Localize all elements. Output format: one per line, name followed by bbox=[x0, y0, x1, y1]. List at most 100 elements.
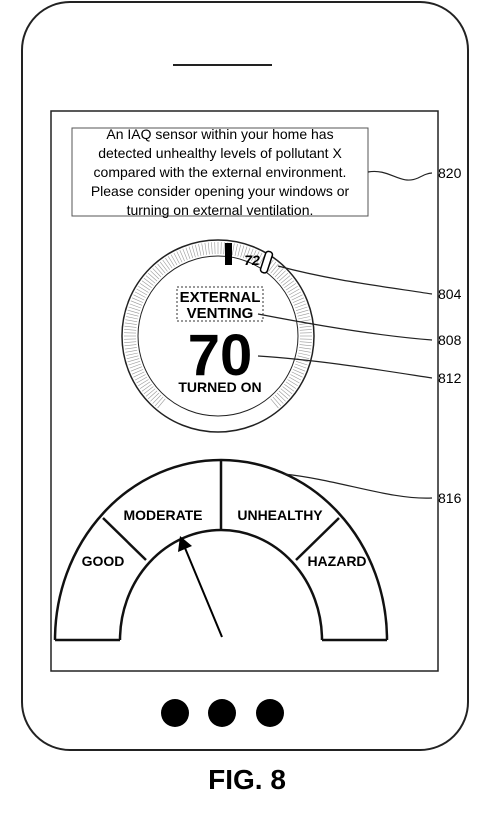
dial-tick bbox=[176, 251, 183, 263]
dial-tick bbox=[292, 297, 305, 303]
dial-tick bbox=[127, 309, 140, 314]
dial-tick bbox=[143, 277, 154, 286]
dial-tick bbox=[291, 371, 303, 378]
dial-tick bbox=[138, 379, 149, 387]
dial-tick bbox=[240, 245, 245, 258]
dial-tick bbox=[188, 246, 193, 259]
leader-804 bbox=[277, 265, 433, 295]
dial-tick bbox=[126, 355, 139, 359]
dial-tick bbox=[141, 383, 152, 392]
dial-tick bbox=[134, 374, 146, 381]
gauge-label-unhealthy: UNHEALTHY bbox=[237, 507, 323, 523]
dial-tick bbox=[127, 358, 140, 363]
dial-tick bbox=[147, 390, 158, 400]
callout-812: 812 bbox=[438, 370, 462, 386]
callout-816: 816 bbox=[438, 490, 462, 506]
dial-tick bbox=[294, 363, 307, 369]
dial-tick bbox=[280, 388, 291, 397]
dial-tick bbox=[124, 344, 137, 347]
dial-tick bbox=[298, 349, 311, 353]
air-quality-gauge: GOOD MODERATE UNHEALTHY HAZARD bbox=[53, 458, 389, 642]
dial-tick bbox=[165, 257, 173, 269]
dial-tick bbox=[285, 381, 297, 389]
current-marker bbox=[225, 243, 232, 265]
phone-screen bbox=[50, 110, 439, 672]
dial-tick bbox=[245, 247, 251, 260]
dial-tick bbox=[150, 270, 160, 280]
dial-tick bbox=[147, 272, 158, 282]
dial-tick bbox=[256, 252, 263, 264]
mode-box bbox=[176, 286, 264, 322]
dial-tick bbox=[231, 243, 235, 256]
dial-tick bbox=[145, 388, 156, 397]
dial-tick bbox=[297, 313, 310, 317]
dial-tick bbox=[143, 386, 154, 395]
gauge-label-hazard: HAZARD bbox=[307, 553, 366, 569]
dial-tick bbox=[136, 376, 148, 384]
dial-tick bbox=[211, 242, 213, 255]
dial-tick bbox=[126, 313, 139, 317]
dial-tick bbox=[129, 303, 142, 309]
dial-tick bbox=[167, 256, 175, 267]
gauge-divider-1 bbox=[102, 517, 147, 561]
leader-808 bbox=[257, 313, 433, 341]
callout-820: 820 bbox=[438, 165, 462, 181]
dial-tick bbox=[125, 349, 138, 353]
dial-tick bbox=[248, 248, 254, 261]
dial-tick bbox=[282, 386, 293, 395]
dial-tick bbox=[234, 244, 238, 256]
dial-tick bbox=[152, 394, 162, 404]
dial-tick bbox=[204, 242, 207, 255]
dial-tick bbox=[201, 243, 205, 256]
dial-tick bbox=[159, 261, 168, 272]
dial-tick bbox=[295, 306, 308, 311]
notice-message: An IAQ sensor within your home has detec… bbox=[72, 126, 368, 218]
dial-tick bbox=[299, 341, 312, 343]
dial-tick bbox=[276, 392, 286, 402]
dial-tick bbox=[182, 248, 188, 261]
dial-tick bbox=[298, 352, 310, 356]
dial-tick bbox=[152, 268, 162, 278]
dial-tick bbox=[191, 245, 196, 258]
dial-tick bbox=[290, 374, 302, 381]
mode-line-1: EXTERNAL bbox=[180, 289, 261, 306]
dial-tick bbox=[124, 325, 137, 328]
gauge-divider-3 bbox=[295, 517, 340, 561]
leader-820 bbox=[367, 170, 433, 181]
dial-tick bbox=[173, 252, 180, 264]
dial-tick bbox=[198, 244, 202, 256]
dial-tick bbox=[278, 390, 289, 400]
dial-tick bbox=[291, 294, 303, 301]
dial-tick bbox=[270, 263, 279, 274]
mode-line-2: VENTING bbox=[187, 305, 254, 322]
dial-tick bbox=[294, 303, 307, 309]
dial-tick bbox=[130, 366, 143, 372]
dial-tick bbox=[125, 319, 138, 323]
dial-tick bbox=[124, 347, 137, 350]
dial-tick bbox=[179, 249, 185, 262]
status-text: TURNED ON bbox=[178, 379, 261, 395]
dial-tick bbox=[130, 300, 143, 306]
dial-tick bbox=[136, 288, 148, 296]
gauge-label-moderate: MODERATE bbox=[123, 507, 202, 523]
dial-tick bbox=[285, 283, 297, 291]
dial-tick bbox=[207, 242, 210, 255]
dial-tick bbox=[124, 322, 137, 325]
dial-tick bbox=[170, 254, 178, 266]
dial-inner-ring bbox=[137, 255, 299, 417]
dial-tick bbox=[299, 329, 312, 331]
dial-tick bbox=[272, 265, 282, 276]
dial-tick bbox=[139, 381, 151, 389]
dial-outer-ring bbox=[121, 239, 315, 433]
dial-tick bbox=[126, 352, 138, 356]
dial-tick bbox=[154, 265, 164, 276]
dial-tick bbox=[124, 329, 137, 331]
home-dot-1 bbox=[161, 699, 189, 727]
callout-808: 808 bbox=[438, 332, 462, 348]
temperature-readout: 70 bbox=[188, 323, 253, 388]
dial-tick bbox=[297, 355, 310, 359]
dial-tick bbox=[162, 259, 171, 270]
home-dot-2 bbox=[208, 699, 236, 727]
dial-tick bbox=[150, 392, 160, 402]
